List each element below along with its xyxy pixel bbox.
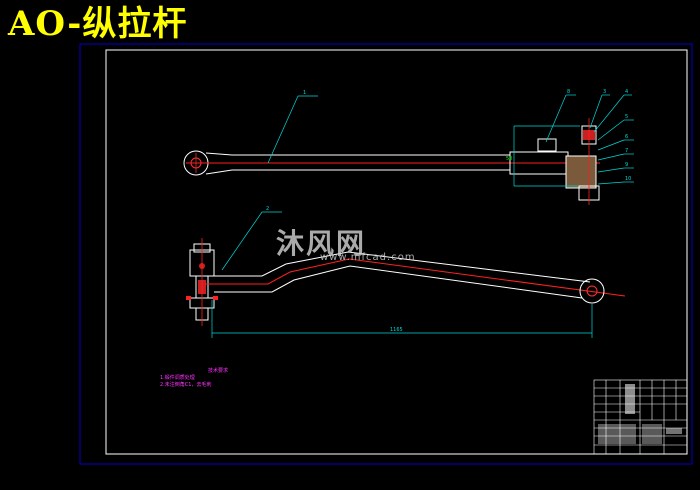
front-right-eye-hole xyxy=(586,285,598,297)
front-rod-centerline xyxy=(205,258,626,297)
center-mark-label: 50 xyxy=(506,156,512,162)
balloon-7: 7 xyxy=(625,148,628,154)
leader-6 xyxy=(597,139,625,151)
balloon-4: 4 xyxy=(625,89,628,95)
top-ball-stud-hatch xyxy=(565,155,597,189)
tb-fill-4 xyxy=(666,428,682,434)
leader-2 xyxy=(221,211,263,271)
front-right-eye xyxy=(579,278,605,304)
front-left-marker-1 xyxy=(186,296,191,300)
tech-req-item-2: 2.未注倒角C1，去毛刺 xyxy=(160,382,212,388)
outer-border xyxy=(79,43,693,465)
balloon-10: 10 xyxy=(625,176,631,182)
balloon-9: 9 xyxy=(625,162,628,168)
watermark-brand: 沐风网 xyxy=(276,227,367,260)
dim-length-label: 1165 xyxy=(390,327,403,333)
tb-fill-3 xyxy=(642,424,662,444)
leader-1 xyxy=(267,95,299,164)
title-block-frame xyxy=(593,379,688,455)
tb-fill-1 xyxy=(625,384,635,414)
balloon-3: 3 xyxy=(603,89,606,95)
front-rod-lower xyxy=(214,265,583,299)
leader-7 xyxy=(597,153,625,161)
leader-10 xyxy=(597,181,625,185)
inner-border xyxy=(105,49,688,455)
front-view: 1165 2 xyxy=(186,206,626,338)
balloon-1: 1 xyxy=(303,90,306,96)
leader-3 xyxy=(589,94,603,129)
balloon-2: 2 xyxy=(266,206,269,212)
drawing-title: AO-纵拉杆 xyxy=(8,4,188,44)
balloon-6: 6 xyxy=(625,134,628,140)
top-leaders xyxy=(267,94,634,185)
balloon-5: 5 xyxy=(625,114,628,120)
watermark-url: www.mfcad.com xyxy=(320,252,416,263)
watermark: 沐风网 www.mfcad.com xyxy=(276,222,415,263)
top-grease-nipple xyxy=(537,138,557,152)
balloon-8: 8 xyxy=(567,89,570,95)
title-block xyxy=(593,379,688,455)
front-left-marker-2 xyxy=(213,296,218,300)
tech-req-item-1: 1.锻件调质处理 xyxy=(160,375,195,381)
balloon-labels-top: 1 8 3 4 5 6 7 9 10 xyxy=(303,89,631,182)
leader-8 xyxy=(545,94,567,143)
front-rod-upper xyxy=(214,251,591,283)
leader-5 xyxy=(597,119,625,141)
leader-9 xyxy=(597,167,625,173)
top-view: 50 xyxy=(183,118,600,205)
tb-fill-2 xyxy=(598,424,636,444)
tech-req-heading: 技术要求 xyxy=(208,368,229,374)
leader-4 xyxy=(593,94,625,133)
technical-requirements: 技术要求 1.锻件调质处理 2.未注倒角C1，去毛刺 xyxy=(160,368,228,389)
